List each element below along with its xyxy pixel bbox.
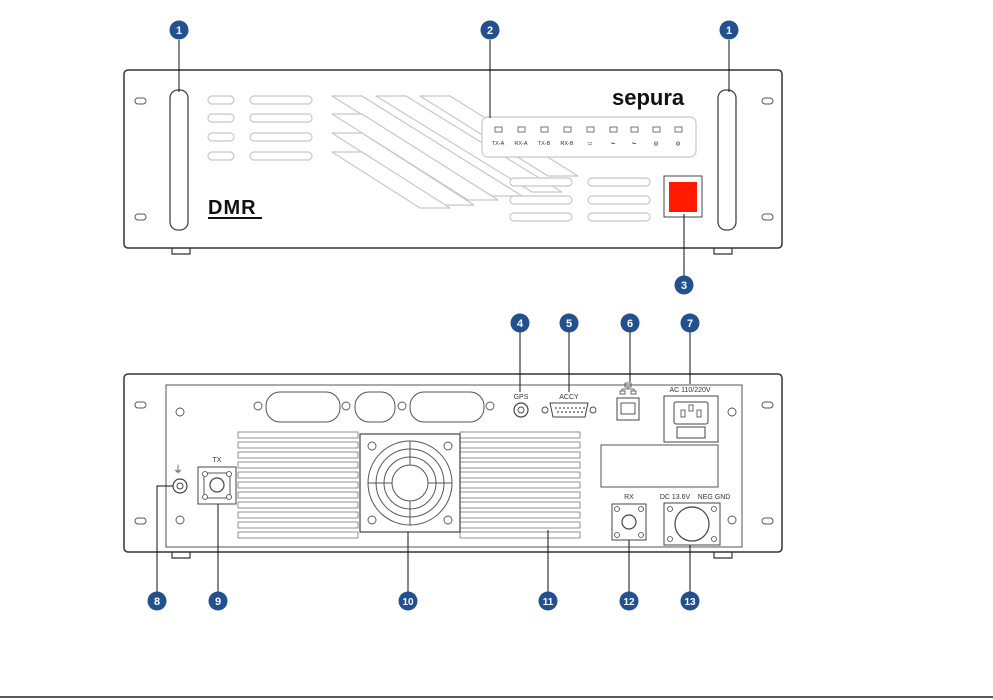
gps-connector-core — [518, 407, 524, 413]
ac-pin — [681, 410, 685, 417]
led-label-5: ▭ — [587, 141, 593, 147]
front-foot-left — [172, 248, 190, 254]
led — [675, 127, 682, 132]
led — [610, 127, 617, 132]
fuse-holder[interactable] — [677, 427, 705, 438]
svg-text:7: 7 — [687, 318, 693, 330]
front-foot-right — [714, 248, 732, 254]
knockout-panel — [266, 392, 340, 422]
ground-terminal-core — [177, 483, 183, 489]
rear-foot-right — [714, 552, 732, 558]
dc-power-connector[interactable] — [675, 507, 709, 541]
rear-panel: ⏚ TX — [124, 374, 782, 558]
svg-text:11: 11 — [543, 597, 554, 608]
callout-1-left: 1 — [170, 21, 189, 40]
led — [631, 127, 638, 132]
tx-label: TX — [213, 457, 222, 464]
front-panel: DMR sepura TX-A RX-A TX-B RX-B ▭ ⏦ ⏦ ◍ — [124, 70, 782, 254]
cooling-fan — [360, 434, 460, 532]
tx-connector[interactable] — [210, 478, 224, 492]
led-label-tx-b: TX-B — [538, 141, 551, 147]
power-button[interactable] — [669, 182, 697, 212]
svg-text:4: 4 — [517, 318, 524, 330]
led-panel — [482, 117, 696, 157]
led — [653, 127, 660, 132]
led — [587, 127, 594, 132]
svg-text:5: 5 — [566, 318, 572, 330]
rx-label: RX — [624, 494, 634, 501]
led-label-8: ◍ — [654, 141, 659, 147]
callout-8: 8 — [148, 592, 167, 611]
knockout-panel — [355, 392, 395, 422]
led-label-tx-a: TX-A — [492, 141, 505, 147]
callout-12: 12 — [620, 592, 639, 611]
led-label-rx-a: RX-A — [514, 141, 527, 147]
svg-text:3: 3 — [681, 280, 687, 292]
callout-3: 3 — [675, 276, 694, 295]
svg-text:6: 6 — [627, 318, 633, 330]
ac-label: AC 110/220V — [669, 387, 710, 394]
label-plate — [601, 445, 718, 487]
rx-connector[interactable] — [622, 515, 636, 529]
knockout-panel — [410, 392, 484, 422]
led-label-6: ⏦ — [611, 141, 616, 147]
svg-text:10: 10 — [402, 597, 414, 608]
ethernet-port-jack — [621, 403, 635, 414]
neg-gnd-label: NEG GND — [698, 494, 731, 501]
callout-13: 13 — [681, 592, 700, 611]
led — [495, 127, 502, 132]
svg-text:13: 13 — [684, 597, 696, 608]
front-handle-right — [718, 90, 736, 230]
led — [564, 127, 571, 132]
led-indicators — [495, 127, 682, 132]
led-label-7: ⏦ — [632, 141, 637, 147]
ac-pin — [697, 410, 701, 417]
callout-4: 4 — [511, 314, 530, 333]
callout-10: 10 — [399, 592, 418, 611]
ac-pin — [689, 405, 693, 411]
sepura-logo: sepura — [612, 85, 685, 110]
front-handle-left — [170, 90, 188, 230]
svg-text:DMR: DMR — [208, 197, 257, 219]
svg-text:8: 8 — [154, 596, 160, 608]
gps-label: GPS — [514, 394, 529, 401]
led-label-9: ◍ — [676, 141, 681, 147]
callout-5: 5 — [560, 314, 579, 333]
dc-label: DC 13.6V — [660, 494, 691, 501]
dmr-logo: DMR — [208, 197, 262, 219]
svg-text:1: 1 — [726, 25, 732, 37]
svg-text:9: 9 — [215, 596, 221, 608]
callout-6: 6 — [621, 314, 640, 333]
led-label-rx-b: RX-B — [560, 141, 573, 147]
led — [541, 127, 548, 132]
callout-9: 9 — [209, 592, 228, 611]
callout-7: 7 — [681, 314, 700, 333]
svg-text:12: 12 — [623, 597, 635, 608]
callout-2: 2 — [481, 21, 500, 40]
callout-1-right: 1 — [720, 21, 739, 40]
accy-label: ACCY — [559, 394, 579, 401]
svg-text:1: 1 — [176, 25, 182, 37]
rear-foot-left — [172, 552, 190, 558]
svg-text:2: 2 — [487, 25, 493, 37]
ground-symbol: ⏚ — [173, 464, 183, 476]
callout-11: 11 — [539, 592, 558, 611]
led — [518, 127, 525, 132]
